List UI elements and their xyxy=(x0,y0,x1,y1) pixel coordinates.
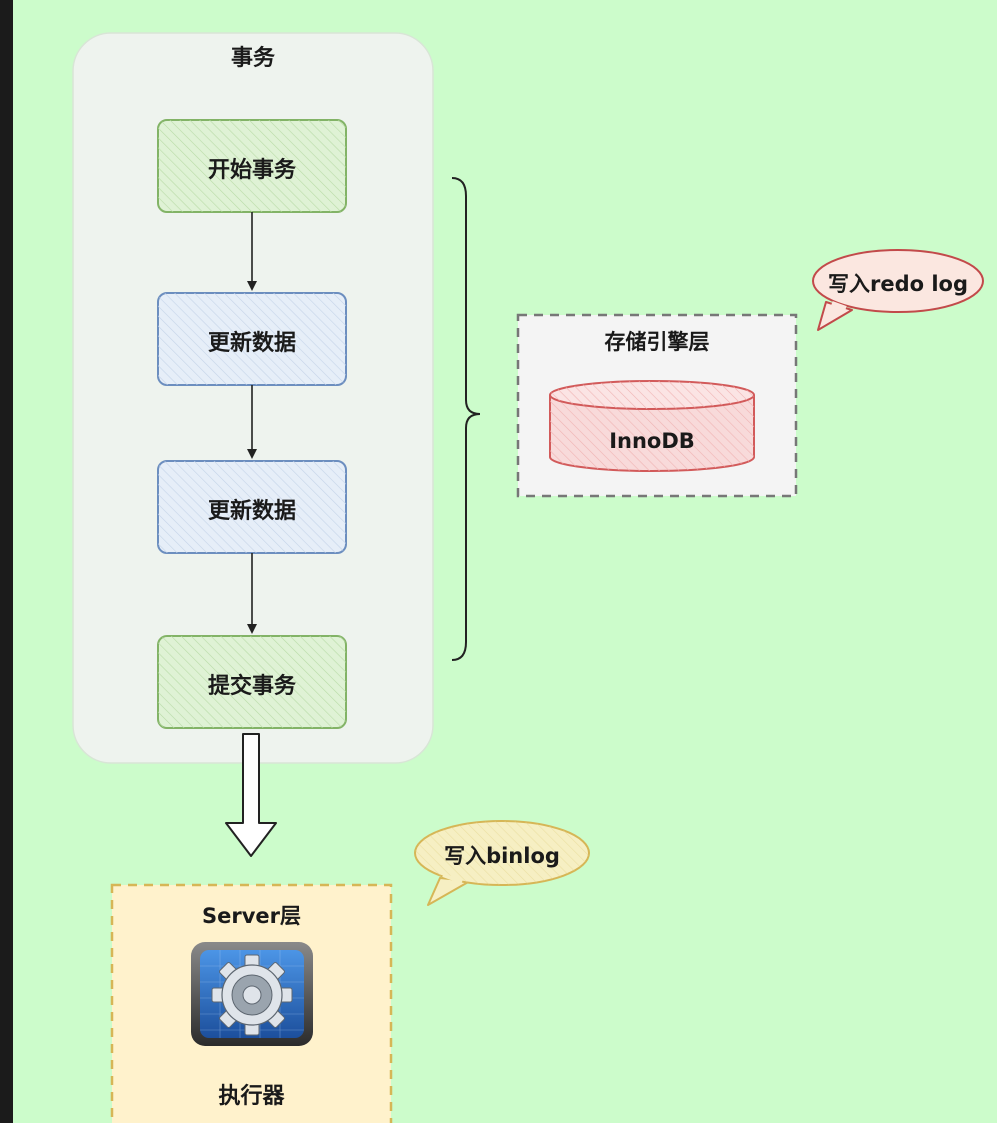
hollow-down-arrow xyxy=(225,733,277,857)
storage-engine-title: 存储引擎层 xyxy=(604,330,710,354)
innodb-label: InnoDB xyxy=(609,429,695,453)
innodb-cylinder xyxy=(549,380,755,472)
binlog-callout-label: 写入binlog xyxy=(444,844,560,868)
redo-log-callout-label: 写入redo log xyxy=(827,272,969,296)
redo-log-callout xyxy=(812,249,984,331)
executor-label: 执行器 xyxy=(218,1084,285,1109)
curly-brace xyxy=(451,177,481,661)
left-edge-bar xyxy=(0,0,13,1123)
gear-icon xyxy=(191,942,313,1046)
arrow-head-1 xyxy=(247,281,257,291)
step-start-transaction-label: 开始事务 xyxy=(207,158,296,183)
step-update-data-1-label: 更新数据 xyxy=(207,331,296,356)
arrow-head-2 xyxy=(247,449,257,459)
arrow-head-3 xyxy=(247,624,257,634)
server-layer-title: Server层 xyxy=(201,904,301,928)
binlog-callout xyxy=(414,820,590,906)
step-update-data-2-label: 更新数据 xyxy=(207,499,296,524)
transaction-title: 事务 xyxy=(230,46,275,71)
step-commit-transaction-label: 提交事务 xyxy=(207,674,296,699)
